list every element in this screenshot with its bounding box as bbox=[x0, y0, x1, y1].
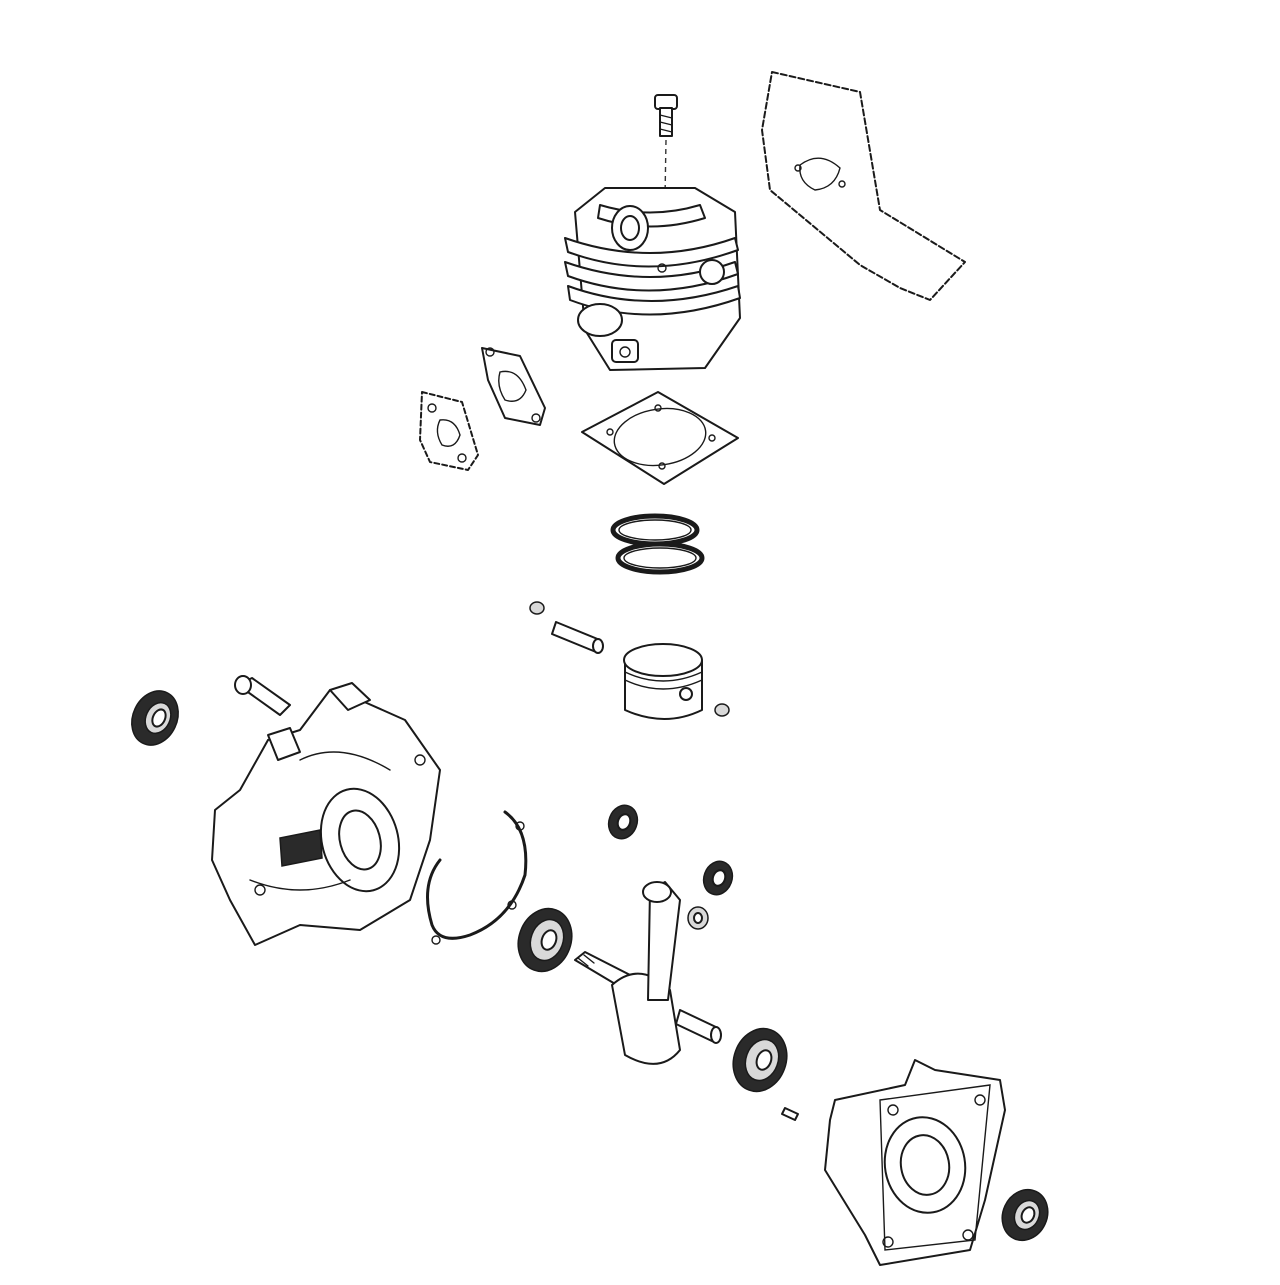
oil-seal bbox=[1001, 1188, 1049, 1242]
crankcase-right-half bbox=[824, 1059, 1006, 1266]
cylinder-base-gasket bbox=[581, 391, 739, 485]
ball-bearing bbox=[517, 907, 573, 973]
crankcase-left-half bbox=[211, 682, 441, 946]
needle-bearing bbox=[687, 906, 709, 930]
crankcase-bolt bbox=[234, 675, 291, 716]
piston-pin-clip bbox=[529, 601, 730, 717]
muffler-heat-shield bbox=[761, 71, 966, 301]
dowel-pin bbox=[781, 1107, 799, 1121]
oil-seal bbox=[131, 690, 179, 746]
cylinder bbox=[564, 187, 741, 371]
crankshaft bbox=[574, 881, 722, 1065]
ball-bearing bbox=[732, 1027, 788, 1093]
piston-pin bbox=[551, 621, 604, 654]
insulator-gasket bbox=[481, 347, 546, 426]
piston bbox=[623, 643, 703, 720]
crankcase-gasket bbox=[426, 810, 528, 945]
cylinder-bolt bbox=[654, 94, 678, 137]
piston-rings bbox=[610, 513, 705, 575]
intake-gasket bbox=[419, 391, 479, 471]
oil-seal bbox=[607, 804, 639, 840]
oil-seal bbox=[702, 860, 734, 896]
